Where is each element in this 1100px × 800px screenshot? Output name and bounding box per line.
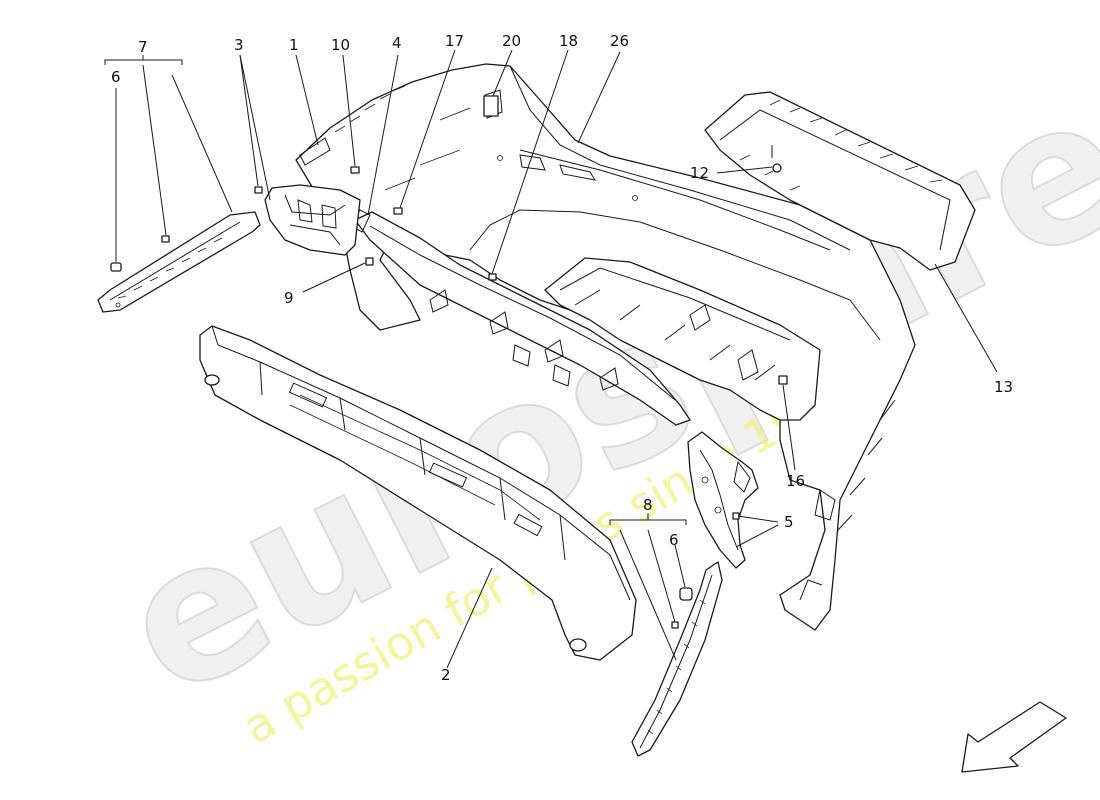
energy-absorber (199, 325, 637, 661)
fastener-clip-3 (254, 186, 263, 194)
fastener-screw-17 (393, 207, 403, 215)
callout-12: 12 (690, 164, 709, 182)
leader-lines (104, 49, 998, 669)
rear-diffuser-panel (704, 91, 976, 271)
callout-18: 18 (559, 32, 578, 50)
fastener-clip-16 (778, 375, 788, 385)
inner-support-bracket (544, 257, 821, 421)
callout-4: 4 (392, 34, 402, 52)
fastener-clip-7 (161, 235, 170, 243)
callout-17: 17 (445, 32, 464, 50)
fastener-clip-9 (365, 257, 374, 266)
direction-arrow-icon (961, 701, 1067, 773)
callout-6-right: 6 (669, 531, 679, 549)
callout-8: 8 (643, 496, 653, 514)
left-corner-bracket (264, 184, 361, 256)
callout-7: 7 (138, 38, 148, 56)
callout-9: 9 (284, 289, 294, 307)
callout-6-left: 6 (111, 68, 121, 86)
right-corner-bracket (687, 431, 759, 569)
right-trim-strip (631, 561, 723, 757)
left-trim-strip (97, 211, 261, 313)
callout-1: 1 (289, 36, 299, 54)
fastener-clip-6-right (679, 587, 693, 601)
callout-labels: 7 6 3 1 10 4 17 20 18 26 12 13 16 9 5 8 … (111, 32, 1013, 684)
callout-5: 5 (784, 513, 794, 531)
callout-13: 13 (994, 378, 1013, 396)
fastener-clip-20 (483, 95, 499, 117)
fastener-clip-8 (671, 621, 679, 629)
fastener-clip-6-left (110, 262, 122, 272)
callout-2: 2 (441, 666, 451, 684)
callout-26: 26 (610, 32, 629, 50)
callout-3: 3 (234, 36, 244, 54)
bumper-cover (295, 63, 916, 631)
callout-16: 16 (786, 472, 805, 490)
fastener-screw-10 (350, 166, 360, 174)
callout-20: 20 (502, 32, 521, 50)
fastener-clip-18 (488, 273, 497, 281)
callout-10: 10 (331, 36, 350, 54)
bumper-mounting-rail (349, 209, 691, 426)
